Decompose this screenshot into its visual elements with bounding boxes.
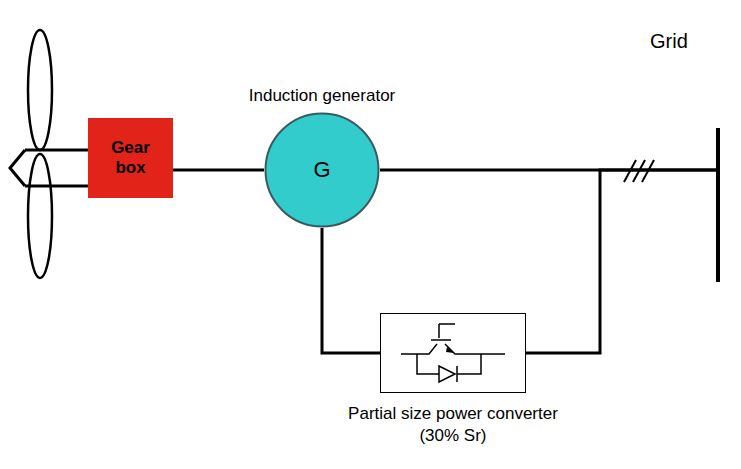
gearbox-box: Gear box [88, 118, 173, 198]
generator-circle: Induction generatorG [262, 86, 382, 228]
emitter-arrow [446, 347, 454, 353]
generator-symbol: G [313, 157, 330, 183]
diode-triangle [439, 366, 455, 382]
connection-line [526, 170, 716, 353]
component-name: Partial size power converter (30% Sr) [337, 403, 569, 447]
lower-blade [28, 154, 52, 278]
hub [10, 150, 90, 186]
component-name: Induction generator [249, 86, 396, 106]
rotor-blades [28, 30, 52, 278]
hub-line [25, 185, 90, 188]
converter-outline [380, 313, 526, 393]
connection-line [173, 169, 264, 172]
hub-nose [10, 150, 25, 186]
upper-blade [28, 30, 52, 150]
connection-line [322, 228, 380, 353]
switch-path [401, 344, 505, 354]
generator-disc [266, 114, 379, 227]
gate-lead [439, 324, 455, 338]
diode-bar [456, 366, 458, 382]
generator-shape: G [264, 112, 380, 228]
converter-symbol [381, 314, 524, 391]
grid-bus: Grid [640, 30, 740, 282]
box-label: Gear box [107, 138, 155, 179]
grid-bar [716, 128, 720, 282]
converter-box: Partial size power converter (30% Sr) [362, 313, 544, 447]
grid-name: Grid [650, 30, 740, 53]
hub-line [25, 149, 90, 152]
gate-plate [431, 339, 451, 341]
